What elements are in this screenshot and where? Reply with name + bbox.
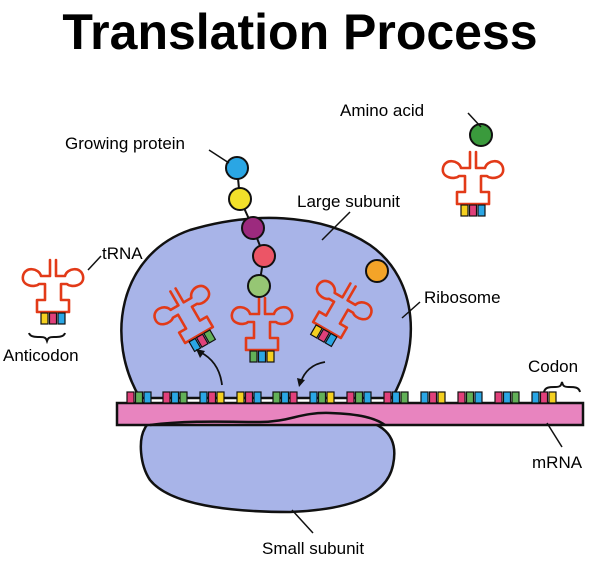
growing-protein-leader	[208, 149, 230, 164]
mrna-leader	[546, 422, 563, 448]
codon-base-pink	[289, 391, 298, 404]
codon-base-pink	[539, 391, 549, 404]
trna-a-site	[309, 279, 373, 348]
label-anticodon: Anticodon	[3, 346, 79, 365]
small-subunit	[139, 413, 396, 514]
diagram-title: Translation Process	[62, 4, 538, 60]
anticodon-base-blue	[57, 312, 66, 325]
codon-base-pink	[428, 391, 438, 404]
codon	[126, 391, 152, 404]
codon-base-pink	[244, 391, 254, 404]
codon-base-green	[317, 391, 327, 404]
codon-base-blue	[391, 391, 401, 404]
label-large-subunit: Large subunit	[297, 192, 400, 211]
codon	[383, 391, 409, 404]
codon-base-blue	[253, 391, 262, 404]
trna-leader	[87, 255, 102, 271]
codon-base-pink	[346, 391, 355, 404]
codon-base-blue	[474, 391, 483, 404]
codon-base-green	[272, 391, 281, 404]
codon-base-blue	[280, 391, 290, 404]
codon-base-green	[400, 391, 409, 404]
anticodon-base-yellow	[266, 350, 275, 363]
codon-base-green	[354, 391, 364, 404]
codon-base-green	[511, 391, 520, 404]
anticodon-base-green	[203, 329, 217, 344]
codon-base-pink	[383, 391, 392, 404]
codon	[272, 391, 298, 404]
codon-base-green	[134, 391, 144, 404]
anticodon-base-blue	[324, 332, 338, 348]
codon-base-yellow	[236, 391, 245, 404]
codon-base-blue	[363, 391, 372, 404]
codon	[494, 391, 520, 404]
free-amino-acid	[469, 123, 493, 147]
growing-protein-chain	[225, 123, 493, 298]
label-mrna: mRNA	[532, 453, 583, 472]
label-ribosome: Ribosome	[424, 288, 501, 307]
codon-bases	[126, 391, 557, 404]
anticodon-base-pink	[48, 312, 58, 325]
anticodon-base-pink	[317, 328, 331, 343]
codon-brace	[543, 381, 581, 393]
codon	[346, 391, 372, 404]
codon-base-blue	[143, 391, 152, 404]
label-trna: tRNA	[102, 244, 143, 263]
codon-base-blue	[309, 391, 318, 404]
amino-acid-bead	[241, 216, 265, 240]
anticodon-base-pink	[195, 333, 209, 348]
codon-base-pink	[162, 391, 171, 404]
exit-arrow-head	[196, 349, 205, 358]
anticodon-brace	[28, 332, 66, 345]
codon-base-blue	[170, 391, 180, 404]
anticodon-base-blue	[477, 204, 486, 217]
ribosome-leader	[401, 301, 421, 319]
codon	[236, 391, 262, 404]
amino-acid-bead	[225, 156, 249, 180]
codon-base-blue	[502, 391, 512, 404]
small-subunit-leader	[291, 509, 314, 534]
trna-free-right	[441, 150, 505, 217]
codon-base-pink	[207, 391, 217, 404]
anticodon-base-blue	[257, 350, 267, 363]
trna-free-left	[21, 258, 85, 325]
codon	[162, 391, 188, 404]
codon	[199, 391, 225, 404]
codon	[531, 391, 557, 404]
label-small-subunit: Small subunit	[262, 539, 364, 558]
codon-base-blue	[420, 391, 429, 404]
large-subunit-leader	[321, 211, 351, 241]
amino-acid-bead	[228, 187, 252, 211]
codon-base-yellow	[216, 391, 225, 404]
label-amino-acid: Amino acid	[340, 101, 424, 120]
trna-exit-site	[153, 284, 217, 353]
incoming-amino-acid	[365, 259, 389, 283]
anticodon-base-yellow	[40, 312, 49, 325]
codon-base-green	[179, 391, 188, 404]
amino-acid-bead	[252, 244, 276, 268]
codon-base-yellow	[548, 391, 557, 404]
anticodon-base-yellow	[460, 204, 469, 217]
amino-acid-bead	[247, 274, 271, 298]
codon-base-pink	[126, 391, 135, 404]
entry-arrow-head	[297, 378, 305, 387]
anticodon-base-yellow	[309, 324, 323, 339]
anticodon-base-green	[249, 350, 258, 363]
codon-base-blue	[199, 391, 208, 404]
codon-base-pink	[457, 391, 466, 404]
anticodon-base-pink	[468, 204, 478, 217]
codon-base-pink	[494, 391, 503, 404]
codon-base-yellow	[326, 391, 335, 404]
codon-base-blue	[531, 391, 540, 404]
codon	[420, 391, 446, 404]
label-growing-protein: Growing protein	[65, 134, 185, 153]
label-codon: Codon	[528, 357, 578, 376]
codon-base-green	[465, 391, 475, 404]
amino-acid-leader	[467, 112, 482, 128]
codon-base-yellow	[437, 391, 446, 404]
codon	[457, 391, 483, 404]
small-subunit-top-edge	[149, 411, 386, 427]
codon	[309, 391, 335, 404]
